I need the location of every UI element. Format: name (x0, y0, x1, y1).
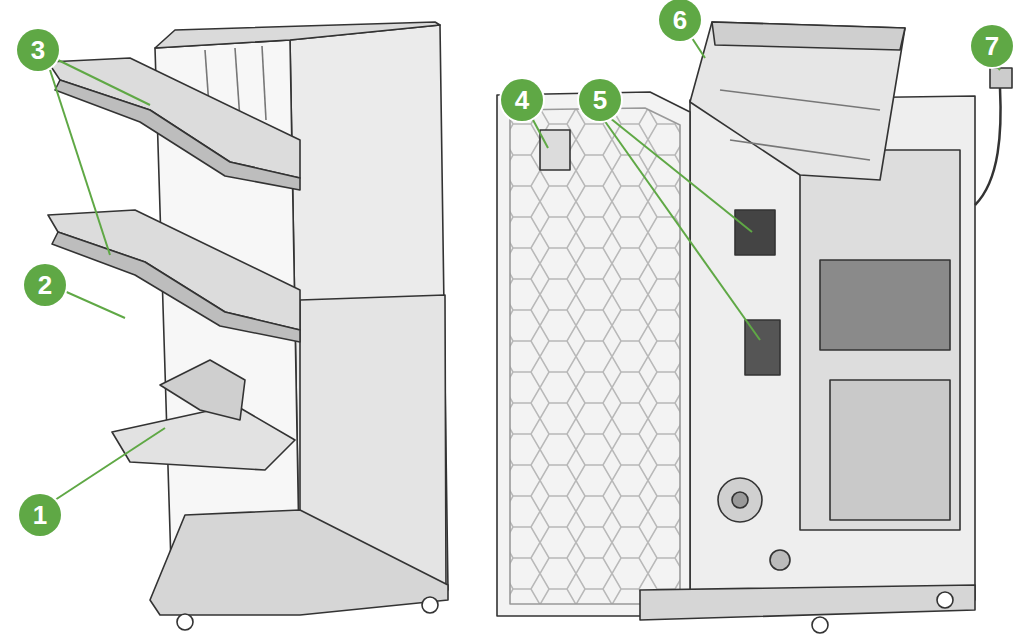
callout-number: 5 (579, 79, 621, 121)
callout-number: 1 (19, 494, 61, 536)
callout-number: 7 (971, 25, 1013, 67)
right-finisher (497, 22, 1012, 633)
callout-number: 4 (501, 79, 543, 121)
callout-number: 2 (24, 264, 66, 306)
callout-number: 6 (659, 0, 701, 41)
left-finisher (48, 22, 448, 630)
leader-lines (50, 35, 1000, 500)
callout-number: 3 (17, 29, 59, 71)
